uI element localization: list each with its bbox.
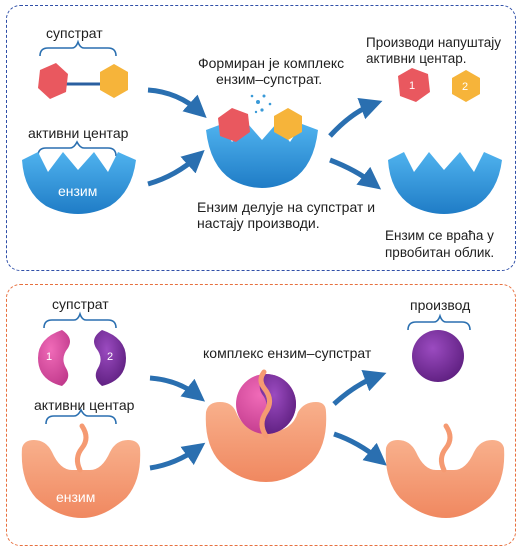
piece-2-number: 2 — [107, 351, 114, 363]
label-product-bottom: производ — [410, 297, 471, 313]
piece-1-number: 1 — [46, 351, 53, 363]
product-1-hexagon — [398, 68, 430, 102]
arrow-enzyme-to-complex-bottom — [149, 442, 206, 471]
substrate-piece-2 — [94, 330, 126, 386]
enzyme-blue-returned — [388, 152, 502, 214]
enzyme-peach-returned — [385, 440, 505, 518]
label-action-line2: настају производи. — [197, 215, 320, 231]
substrate-yellow-hexagon — [100, 64, 128, 98]
label-enzyme-bottom: ензим — [56, 489, 96, 505]
label-return-line2: првобитан облик. — [385, 245, 495, 260]
substrate-piece-1 — [38, 330, 70, 386]
label-complex-bottom: комплекс ензим–супстрат — [203, 345, 372, 361]
complex-purple-half — [259, 374, 296, 434]
label-active-site-top: активни центар — [28, 125, 129, 141]
enzyme-peach-tail — [74, 423, 89, 473]
arrow-complex-to-enzyme — [329, 157, 382, 190]
label-active-site-bottom: активни центар — [34, 397, 135, 413]
enzyme-peach-returned-tail — [438, 423, 453, 473]
arrow-complex-to-products — [328, 98, 383, 138]
label-complex-line2: ензим–супстрат. — [216, 71, 323, 87]
substrate-brace — [39, 39, 117, 57]
reaction-sparkles — [250, 94, 272, 114]
top-panel — [6, 5, 516, 271]
complex-enzyme-peach — [205, 402, 327, 482]
arrow-pieces-to-complex — [149, 375, 206, 402]
active-site-brace-bottom — [45, 408, 117, 425]
substrate-brace-bottom — [43, 311, 117, 329]
product-1-number: 1 — [409, 80, 416, 92]
enzyme-blue-left — [22, 152, 136, 214]
product-2-hexagon — [452, 70, 480, 102]
arrow-substrate-to-complex — [147, 87, 207, 119]
substrate-molecule — [38, 63, 128, 99]
label-enzyme-top: ензим — [58, 183, 98, 199]
active-site-brace — [37, 140, 117, 157]
label-action-line1: Ензим делује на супстрат и — [197, 199, 376, 215]
substrate-red-hexagon — [38, 63, 68, 99]
enzyme-peach — [21, 440, 141, 518]
label-return-line1: Ензим се враћа у — [385, 228, 494, 243]
product-2-number: 2 — [462, 81, 469, 93]
complex-red-hexagon — [218, 108, 250, 142]
label-complex-line1: Формиран је комплекс — [198, 55, 345, 71]
bottom-panel — [6, 284, 516, 546]
arrow-complex-to-enzyme-bottom — [333, 431, 387, 466]
product-brace — [407, 313, 471, 331]
label-products-line1: Производи напуштају — [366, 35, 501, 50]
complex-yellow-hexagon — [274, 108, 302, 140]
label-substrate-bottom: супстрат — [52, 296, 109, 312]
arrow-complex-to-product — [332, 370, 387, 406]
label-products-line2: активни центар. — [366, 51, 467, 66]
product-purple-circle — [412, 330, 464, 382]
complex-peach-tail — [258, 369, 272, 439]
label-substrate-top: супстрат — [46, 25, 103, 41]
arrow-enzyme-to-complex — [147, 149, 205, 187]
